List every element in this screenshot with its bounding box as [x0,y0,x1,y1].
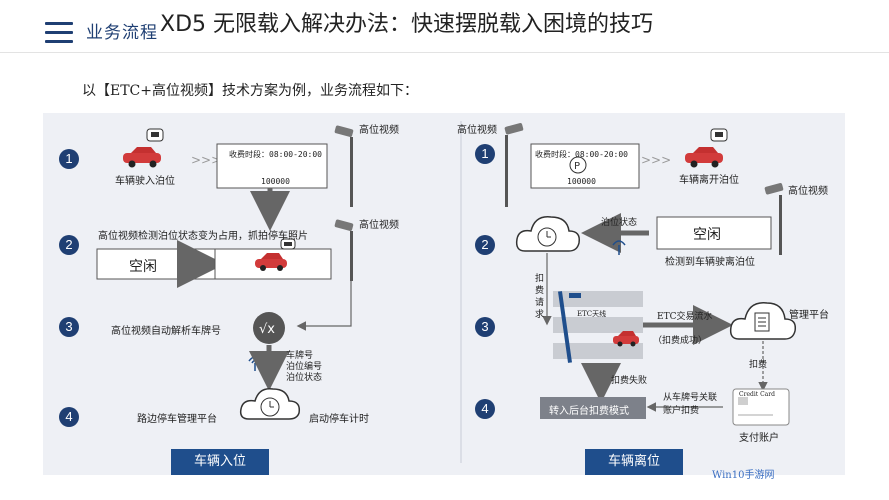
etc-device-icon [280,238,296,250]
camera-pole-icon [504,122,524,207]
step-number: 4 [475,399,495,419]
platform-label: 管理平台 [789,310,829,321]
step3-description: 高位视频自动解析车牌号 [111,326,221,337]
deduct-request-label: 扣费请求 [535,274,545,320]
car-label: 车辆离开泊位 [679,175,739,186]
record-id: 100000 [567,177,596,186]
parse-icon: √x [259,322,275,337]
cloud-clock-icon [515,216,581,252]
etc-device-icon [710,128,728,142]
camera-label: 高位视频 [359,220,399,231]
parking-state: 空闲 [693,227,721,243]
section-label: 业务流程 [86,23,158,43]
car-icon [255,253,287,271]
intro-text: 以【ETC+高位视频】技术方案为例，业务流程如下： [82,83,418,99]
etc-antenna-label: ETC天线 [577,310,607,318]
flow-diagram-panel: >>> √x [43,113,845,475]
car-leave-button[interactable]: 车辆离位 [585,449,683,475]
record-time: 收费时段：08:00-20:00 [535,150,628,159]
account-binding-label: 从车牌号关联账户扣费 [663,393,718,416]
etc-flow-label: ETC交易流水 [657,312,713,322]
step-number: 1 [475,144,495,164]
car-icon [685,147,723,168]
parking-state: 空闲 [129,259,157,275]
platform-label: 路边停车管理平台 [137,414,217,425]
record-time: 收费时段：08:00-20:00 [229,150,322,159]
top-bar [0,0,889,52]
signal-icon [612,240,626,255]
car-label: 车辆驶入泊位 [115,176,175,187]
status-label: 泊位状态 [601,218,638,228]
data-field: 泊位状态 [286,373,323,383]
cloud-document-icon [729,302,797,340]
step-number: 3 [59,317,79,337]
backend-mode-label: 转入后台扣费模式 [549,406,629,417]
car-enter-button[interactable]: 车辆入位 [171,449,269,475]
divider [0,52,889,53]
step-number: 1 [59,149,79,169]
deduct-fail-label: 扣费失败 [611,376,648,386]
camera-label: 高位视频 [359,125,399,136]
signal-icon [248,356,262,371]
step-number: 4 [59,407,79,427]
fee-label: 扣费 [749,360,768,370]
watermark-logo: Win10手游网 [712,470,775,481]
camera-pole-icon [334,219,354,281]
step2-description: 高位视频检测泊位状态变为占用，抓拍停车照片 [98,231,308,242]
camera-pole-icon [334,125,354,207]
camera-label: 高位视频 [457,125,497,136]
cloud-clock-icon [239,388,301,420]
svg-text:P: P [574,161,580,172]
direction-chevrons: >>> [641,153,671,167]
deduct-success-label: （扣费成功） [653,336,708,346]
card-label: Credit Card [739,391,775,398]
car-icon [123,147,161,168]
menu-icon[interactable] [45,22,73,44]
etc-gantry-icon [553,291,643,363]
camera-pole-icon [764,182,784,255]
timer-label: 启动停车计时 [309,414,369,425]
data-field: 泊位编号 [286,362,323,372]
payment-account-label: 支付账户 [739,433,779,444]
page-title: XD5 无限载入解决办法：快速摆脱载入困境的技巧 [160,12,654,37]
etc-device-icon [146,128,164,142]
diagram-graphics: >>> √x [96,121,797,463]
step-number: 2 [59,235,79,255]
credit-card-icon [732,388,790,426]
detect-label: 检测到车辆驶离泊位 [665,257,755,268]
step-number: 3 [475,317,495,337]
car-icon [613,331,639,347]
camera-label: 高位视频 [788,186,828,197]
record-id: 100000 [261,177,290,186]
step-number: 2 [475,235,495,255]
data-field: 车牌号 [286,351,314,361]
direction-chevrons: >>> [191,153,221,167]
